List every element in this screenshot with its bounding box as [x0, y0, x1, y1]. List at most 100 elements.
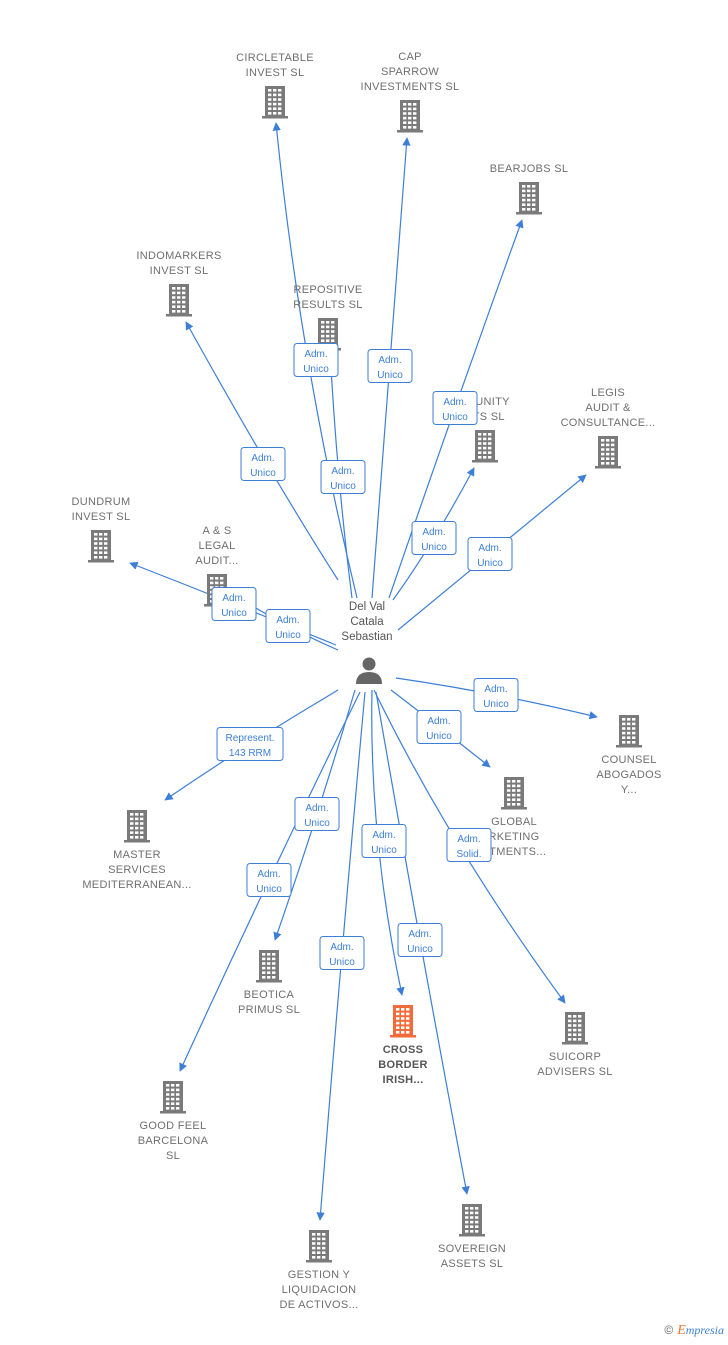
edge-label-sovereign[interactable]: Adm.Unico	[397, 923, 443, 957]
edge-label-box	[367, 349, 413, 383]
building-window	[478, 456, 482, 459]
label-line: CIRCLETABLE	[236, 52, 314, 64]
edge-label-dundrum[interactable]: Adm.Unico	[211, 587, 257, 621]
building-icon	[595, 436, 621, 469]
building-window	[408, 126, 412, 129]
copyright-credit: ©Empresia	[664, 1323, 724, 1339]
label-line: Adm.	[422, 527, 445, 538]
label-line: Solid.	[456, 849, 481, 860]
building-window	[104, 537, 108, 541]
label-line: INDOMARKERS	[136, 250, 221, 262]
building-window	[130, 831, 134, 834]
edge-label-opportunity[interactable]: Adm.Unico	[411, 521, 457, 555]
building-window	[483, 446, 487, 450]
edge-label-cross-border[interactable]: Adm.Unico	[361, 824, 407, 858]
edge-label-gestion[interactable]: Adm.Unico	[319, 936, 365, 970]
building-window	[632, 741, 636, 744]
edge-label-as-legal[interactable]: Adm.Unico	[265, 609, 311, 643]
edge-label-cap-sparrow[interactable]: Adm.Unico	[367, 349, 413, 383]
building-window	[177, 287, 181, 290]
building-window	[401, 1031, 405, 1034]
building-window	[135, 826, 139, 830]
edge-label-beotica[interactable]: Adm.Unico	[294, 797, 340, 831]
edge-label-suicorp[interactable]: Adm. Solid.	[446, 828, 492, 862]
building-window	[413, 121, 417, 124]
building-window	[601, 452, 605, 456]
building-icon	[256, 950, 282, 983]
label-line: GOOD FEEL	[140, 1120, 207, 1132]
building-window	[527, 208, 531, 211]
edge-label-text: Adm.Unico	[421, 527, 447, 553]
label-line: Adm.	[457, 834, 480, 845]
building-window	[130, 813, 134, 816]
building-window	[326, 325, 330, 329]
building-window	[331, 339, 335, 342]
edge-label-master[interactable]: Represent.143 RRM	[216, 727, 284, 761]
building-icon	[459, 1204, 485, 1237]
building-window	[475, 1207, 479, 1210]
edge-label-text: Adm.Unico	[377, 355, 403, 381]
building-window	[578, 1019, 582, 1023]
building-window	[406, 1017, 410, 1020]
label-line: Catala	[350, 616, 384, 628]
edge-label-global[interactable]: Adm.Unico	[416, 710, 462, 744]
building-window	[606, 457, 610, 460]
edge-label-bearjobs[interactable]: Adm.Unico	[432, 391, 478, 425]
building-window	[578, 1033, 582, 1036]
edge-label-counsel[interactable]: Adm.Unico	[473, 678, 519, 712]
label-line: COUNSEL	[601, 754, 656, 766]
building-window	[331, 325, 335, 329]
edge-label-text: Represent.143 RRM	[226, 733, 275, 759]
edge-label-circletable[interactable]: Adm.Unico	[293, 343, 339, 377]
building-window	[135, 822, 139, 825]
building-window	[611, 462, 615, 465]
building-window	[94, 551, 98, 554]
building-window	[321, 321, 325, 324]
building-window	[396, 1012, 400, 1016]
building-window	[413, 116, 417, 120]
edge-label-repositive[interactable]: Adm.Unico	[320, 460, 366, 494]
label-line: ASSETS SL	[441, 1258, 504, 1270]
building-window	[176, 1084, 180, 1087]
building-window	[278, 112, 282, 115]
edge-label-box	[294, 797, 340, 831]
building-window	[215, 577, 219, 580]
building-window	[326, 321, 330, 324]
building-window	[166, 1084, 170, 1087]
building-window	[488, 446, 492, 450]
building-window	[522, 189, 526, 193]
building-icon	[390, 1005, 416, 1038]
building-window	[104, 533, 108, 536]
edge-label-indomarkers[interactable]: Adm.Unico	[240, 447, 286, 481]
edge-label-box	[246, 863, 292, 897]
company-node-bearjobs[interactable]: BEARJOBS SL	[490, 163, 569, 215]
edge-label-legis[interactable]: Adm.Unico	[467, 537, 513, 571]
label-line: RESULTS SL	[293, 299, 362, 311]
building-window	[622, 736, 626, 739]
edge-label-text: Adm.Unico	[303, 349, 329, 375]
building-base	[390, 1035, 416, 1038]
edge-label-text: Adm.Unico	[275, 615, 301, 641]
edge-label-good-feel[interactable]: Adm.Unico	[246, 863, 292, 897]
building-icon	[516, 182, 542, 215]
building-window	[517, 798, 521, 801]
building-window	[475, 1230, 479, 1233]
